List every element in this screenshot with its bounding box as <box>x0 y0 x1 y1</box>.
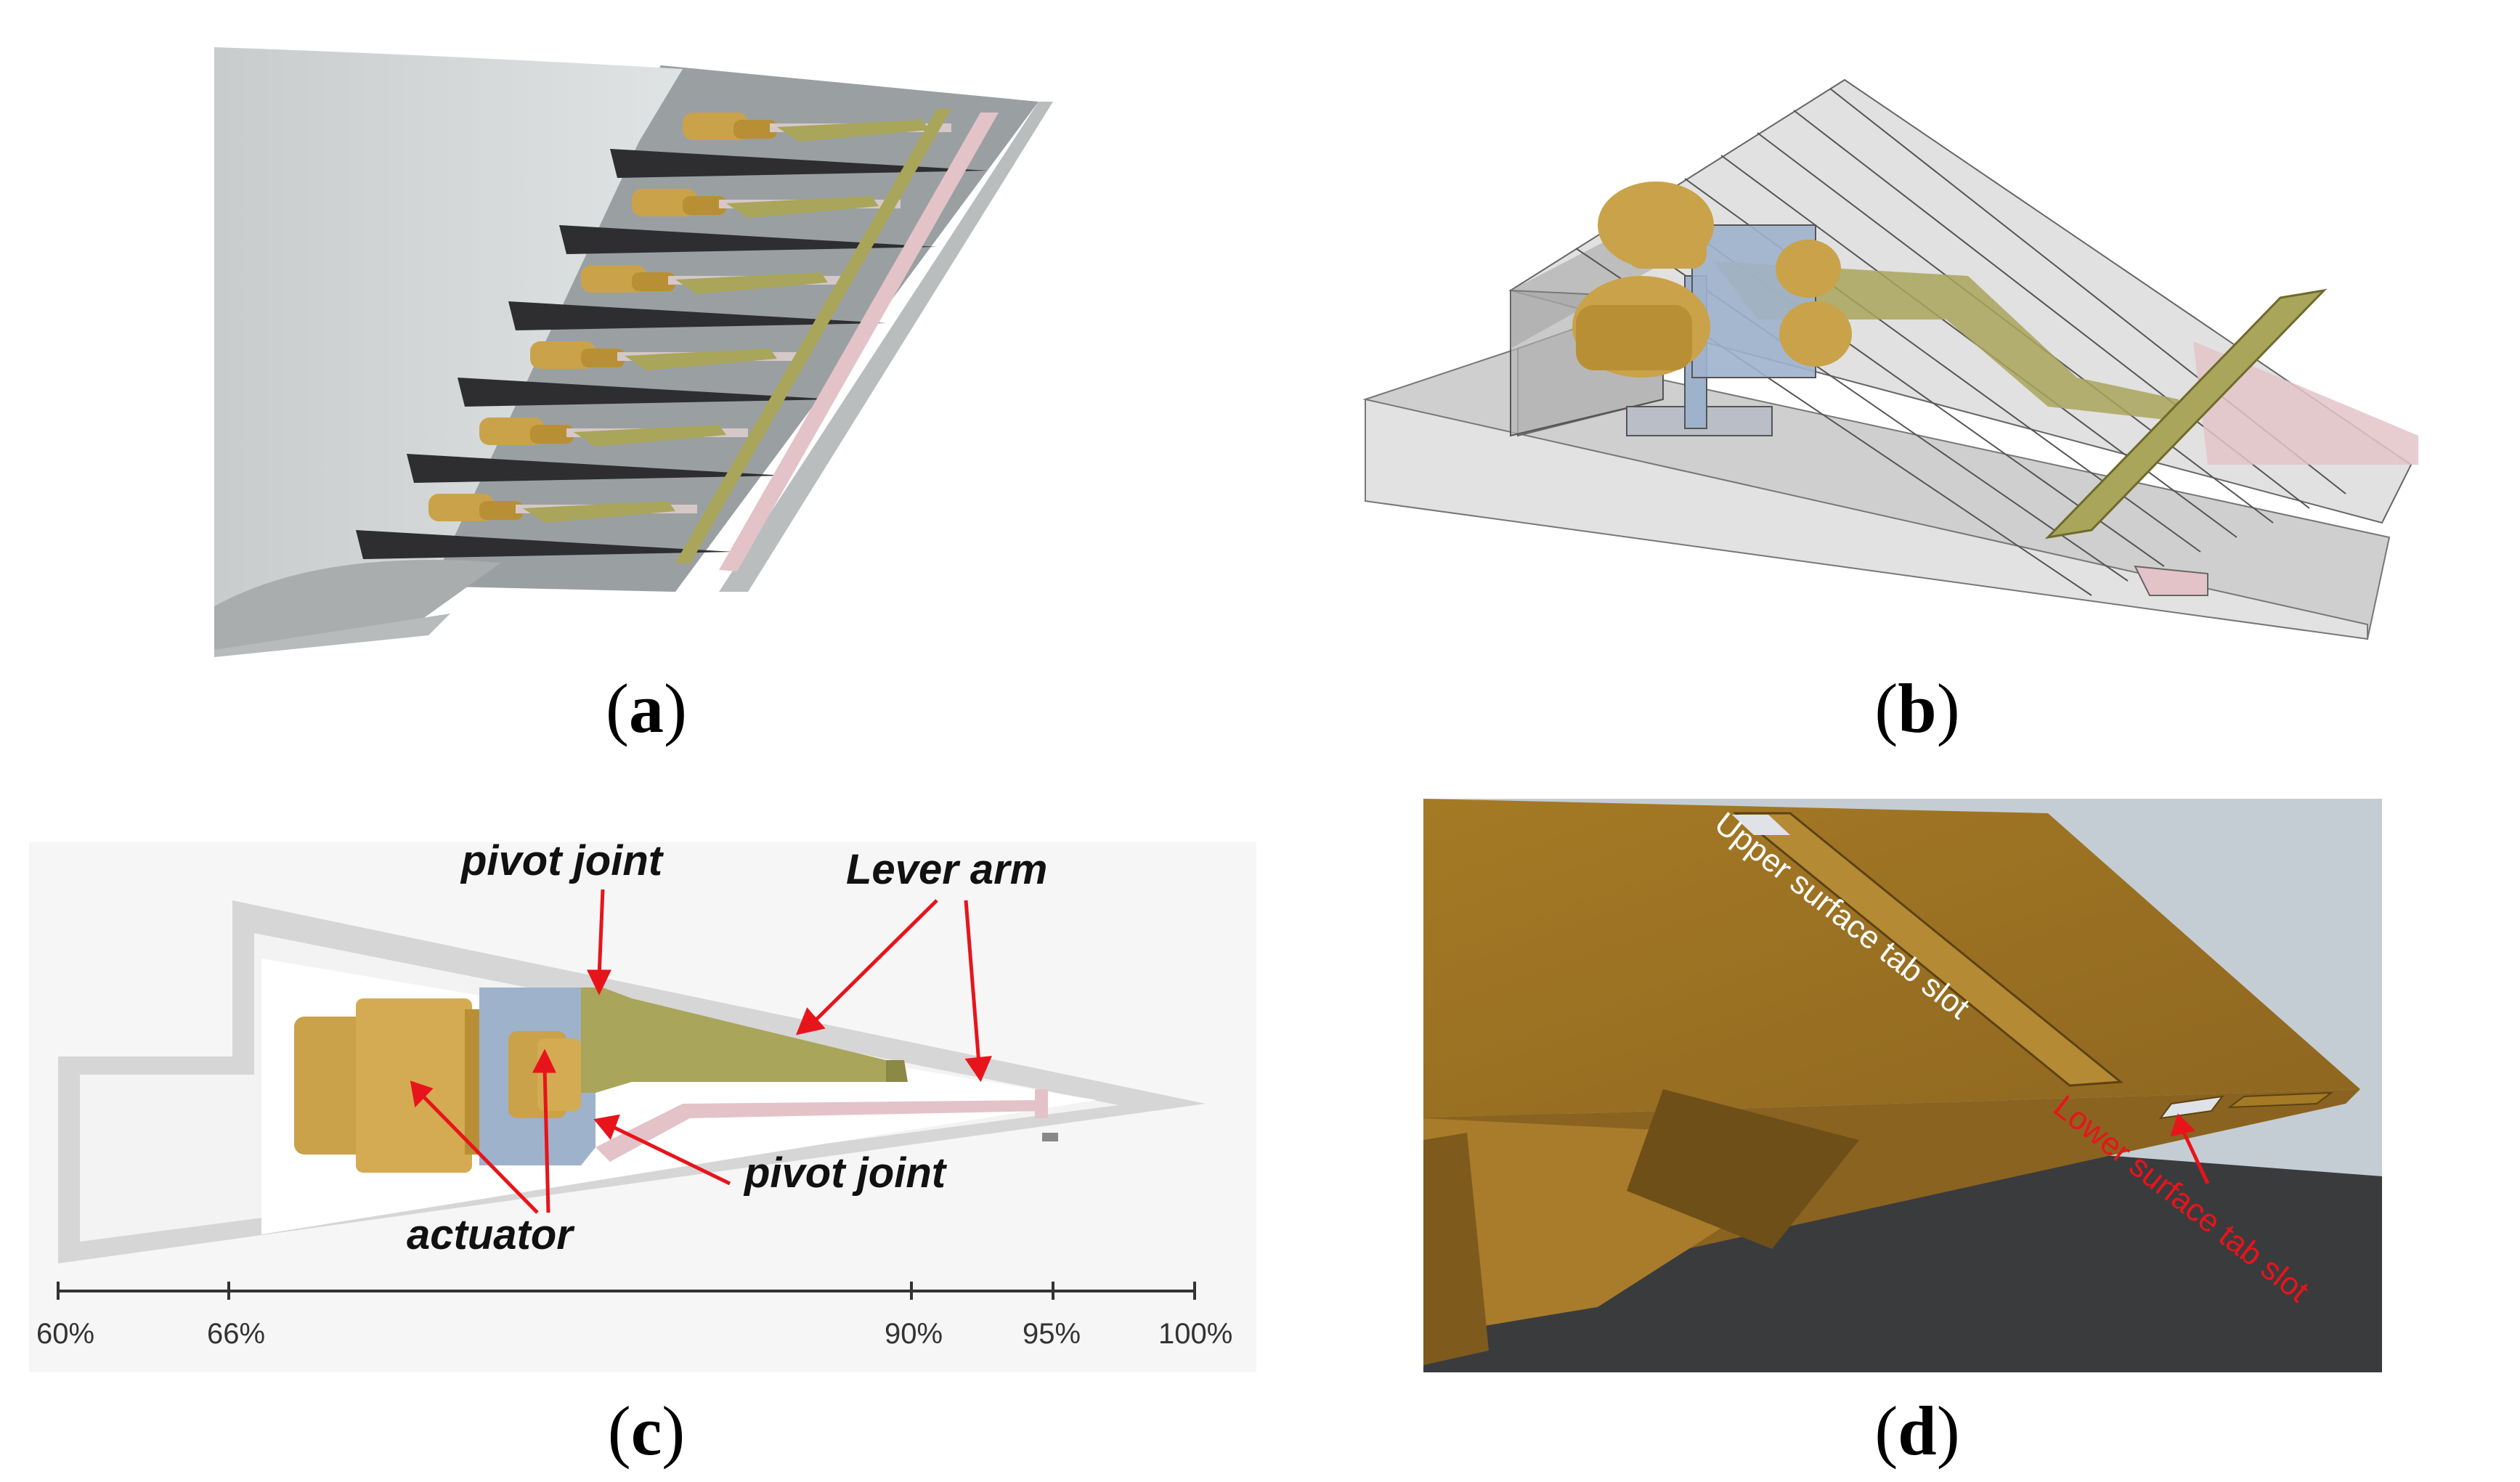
label-actuator: actuator <box>407 1211 575 1258</box>
upper-surface <box>1423 799 2360 1118</box>
caption-b: (b) <box>1874 669 1960 747</box>
tick-100: 100% <box>1158 1318 1232 1350</box>
tab-rail <box>2044 288 2328 540</box>
tick-90: 90% <box>885 1318 943 1350</box>
panel-d-tab-slot-render: Upper surface tab slot Lower surface tab… <box>1423 799 2382 1372</box>
annotation-arrows <box>410 889 992 1214</box>
upper-tab-slot <box>1732 812 2123 1087</box>
tick-95: 95% <box>1023 1318 1081 1350</box>
caption-d: (d) <box>1874 1392 1960 1470</box>
panel-c-mechanism-diagram: pivot joint Lever arm pivot joint actuat… <box>29 842 1256 1372</box>
panel-a-wing-section-render <box>214 47 1053 657</box>
pink-link <box>596 1100 1046 1162</box>
tick-66: 66% <box>207 1318 265 1350</box>
label-pivot-joint-bottom: pivot joint <box>743 1149 948 1197</box>
actuator-body <box>294 998 490 1173</box>
caption-c: (c) <box>607 1392 686 1470</box>
actuator-stack <box>428 113 951 523</box>
panel-b-section-render <box>1362 78 2418 640</box>
lever-tab-rod <box>675 109 951 564</box>
tick-60: 60% <box>36 1318 94 1350</box>
label-lever-arm: Lever arm <box>846 846 1047 893</box>
rib-stack <box>356 149 988 559</box>
caption-a: (a) <box>606 669 687 747</box>
slot-arrow <box>2170 1113 2210 1185</box>
lever-arm <box>581 988 886 1093</box>
lower-tab-slot <box>2158 1095 2224 1120</box>
chord-axis: 60% 66% 90% 95% 100% <box>36 1282 1232 1350</box>
upper-skin-panel <box>214 47 683 606</box>
pink-rod <box>719 113 999 571</box>
label-pivot-joint-top: pivot joint <box>460 842 664 884</box>
actuator-assembly <box>1572 182 1852 436</box>
